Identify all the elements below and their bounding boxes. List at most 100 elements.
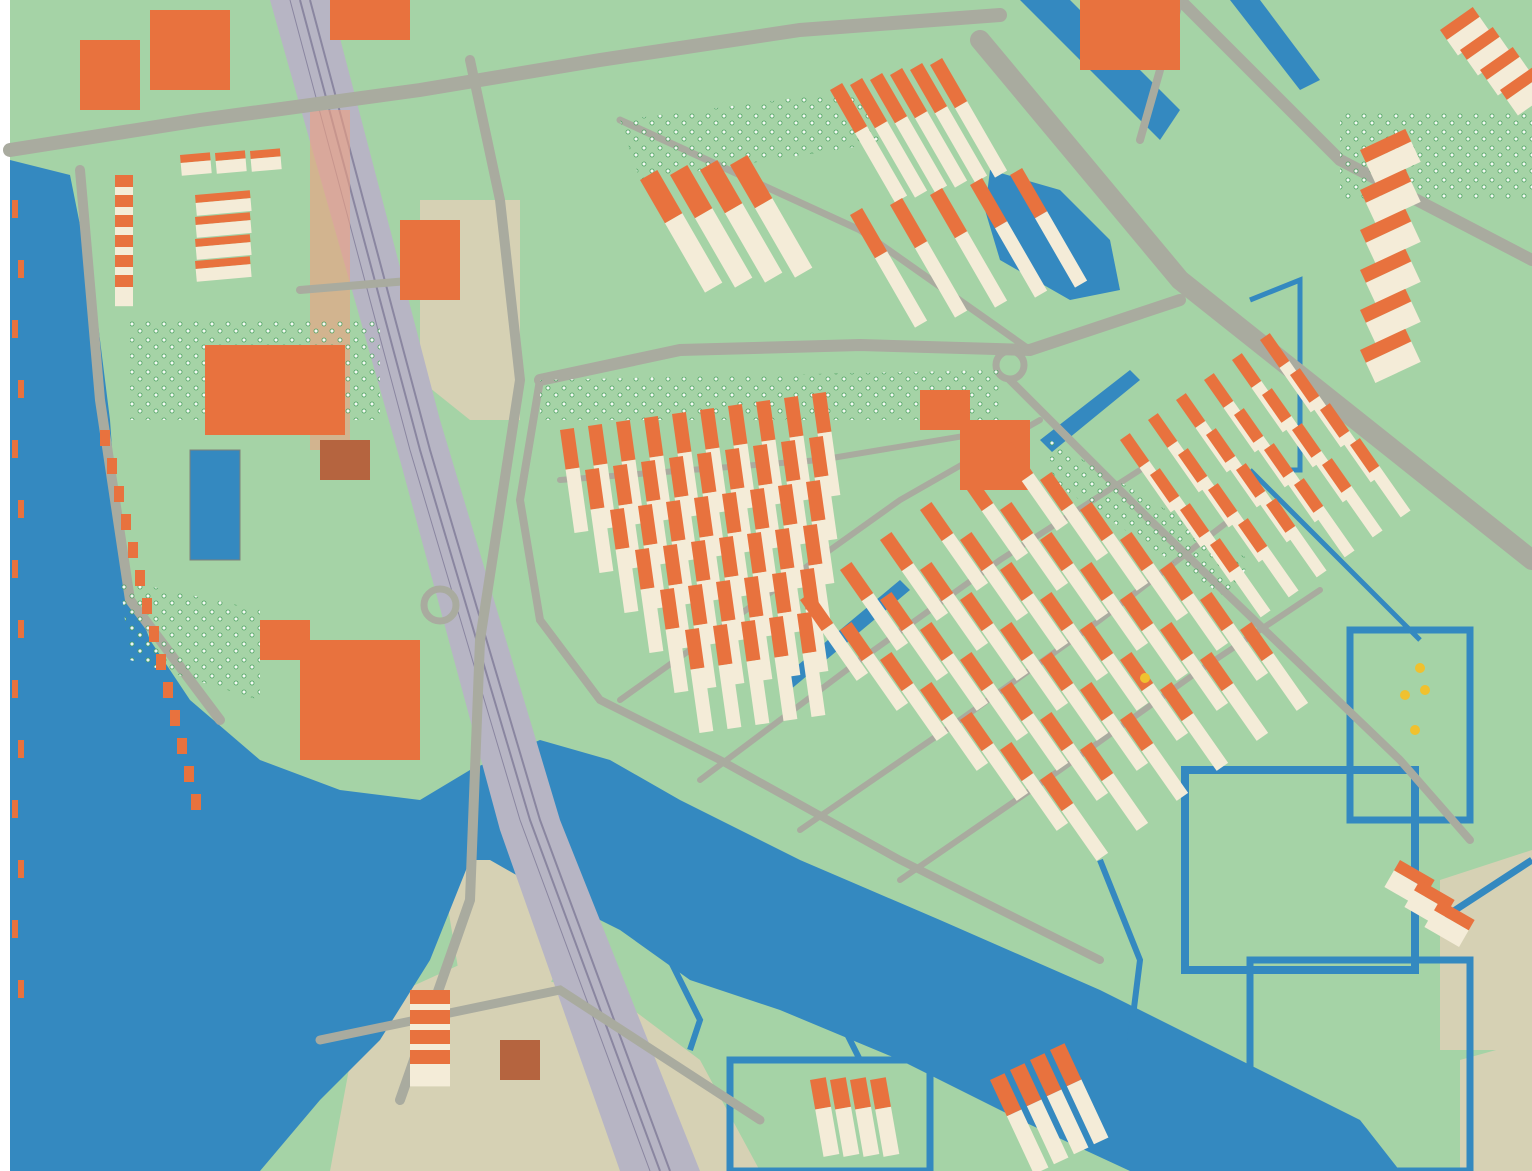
- boat: [12, 560, 18, 578]
- boat: [12, 680, 18, 698]
- yard: [941, 533, 989, 591]
- building: [1040, 771, 1074, 812]
- yard: [981, 623, 1029, 681]
- yard: [1021, 653, 1069, 711]
- building: [1147, 413, 1178, 448]
- building: [115, 175, 133, 187]
- yard: [1101, 653, 1149, 711]
- yard: [1257, 545, 1299, 598]
- yard: [981, 503, 1029, 561]
- building: [150, 10, 230, 90]
- yard: [1061, 503, 1109, 561]
- boat: [100, 430, 110, 446]
- building: [781, 440, 801, 482]
- building: [1040, 711, 1074, 752]
- building: [320, 440, 370, 480]
- yard: [1181, 653, 1229, 711]
- yard: [1101, 773, 1149, 831]
- yard: [981, 563, 1029, 621]
- building: [660, 588, 680, 630]
- building: [1040, 531, 1074, 572]
- building: [920, 501, 954, 542]
- building: [778, 484, 798, 526]
- yard: [875, 1106, 900, 1157]
- building: [115, 275, 133, 287]
- yard: [565, 467, 589, 533]
- building: [1240, 621, 1274, 662]
- boat: [18, 380, 24, 398]
- building: [1261, 388, 1292, 423]
- yard: [955, 101, 1008, 178]
- yard: [195, 220, 252, 238]
- building: [1160, 621, 1194, 662]
- yard: [1141, 623, 1189, 681]
- yard: [935, 106, 988, 183]
- building: [716, 580, 736, 622]
- yard: [1369, 465, 1411, 518]
- yard: [855, 126, 908, 203]
- yard: [180, 160, 212, 176]
- shopping-centre: [205, 345, 345, 435]
- boat: [170, 710, 180, 726]
- building: [115, 195, 133, 207]
- yard: [1046, 1089, 1089, 1155]
- building: [1480, 47, 1520, 80]
- yard: [215, 158, 247, 174]
- building: [410, 1050, 450, 1064]
- yard: [718, 663, 742, 729]
- building: [1350, 438, 1380, 473]
- building: [722, 492, 742, 534]
- building: [1360, 168, 1412, 203]
- yard: [665, 627, 689, 693]
- building: [1040, 651, 1074, 692]
- yard: [115, 287, 133, 307]
- yard: [746, 659, 770, 725]
- yard: [1061, 563, 1109, 621]
- building: [330, 0, 410, 40]
- building: [634, 548, 655, 590]
- building: [850, 1077, 871, 1110]
- building: [959, 531, 994, 572]
- building: [641, 460, 661, 502]
- building: [1319, 403, 1350, 438]
- yard: [1101, 533, 1149, 591]
- building: [990, 1073, 1022, 1117]
- building: [115, 235, 133, 247]
- building: [410, 1010, 450, 1024]
- building: [747, 532, 767, 574]
- yard: [1006, 1109, 1049, 1171]
- yard: [195, 242, 252, 260]
- boat: [156, 654, 166, 670]
- building: [700, 408, 720, 450]
- building: [1180, 503, 1210, 538]
- building: [585, 468, 605, 510]
- building: [1360, 288, 1412, 323]
- yard: [802, 651, 826, 717]
- building: [725, 448, 745, 490]
- building: [1010, 167, 1048, 219]
- boat: [114, 486, 124, 502]
- building: [1080, 0, 1180, 70]
- building: [1290, 368, 1320, 403]
- yard: [1341, 485, 1383, 538]
- yard: [1466, 36, 1511, 76]
- building: [195, 190, 251, 203]
- building: [215, 150, 246, 161]
- building: [195, 256, 251, 269]
- building: [1460, 27, 1500, 60]
- building: [115, 255, 133, 267]
- yard: [1021, 533, 1069, 591]
- building: [560, 428, 580, 470]
- building: [1200, 651, 1234, 692]
- building: [1000, 561, 1034, 602]
- building: [768, 616, 789, 658]
- building: [797, 612, 817, 654]
- boat: [121, 514, 131, 530]
- building: [1292, 423, 1322, 458]
- yard: [835, 1106, 860, 1157]
- boat: [18, 500, 24, 518]
- building: [1260, 333, 1290, 368]
- yard: [1285, 525, 1327, 578]
